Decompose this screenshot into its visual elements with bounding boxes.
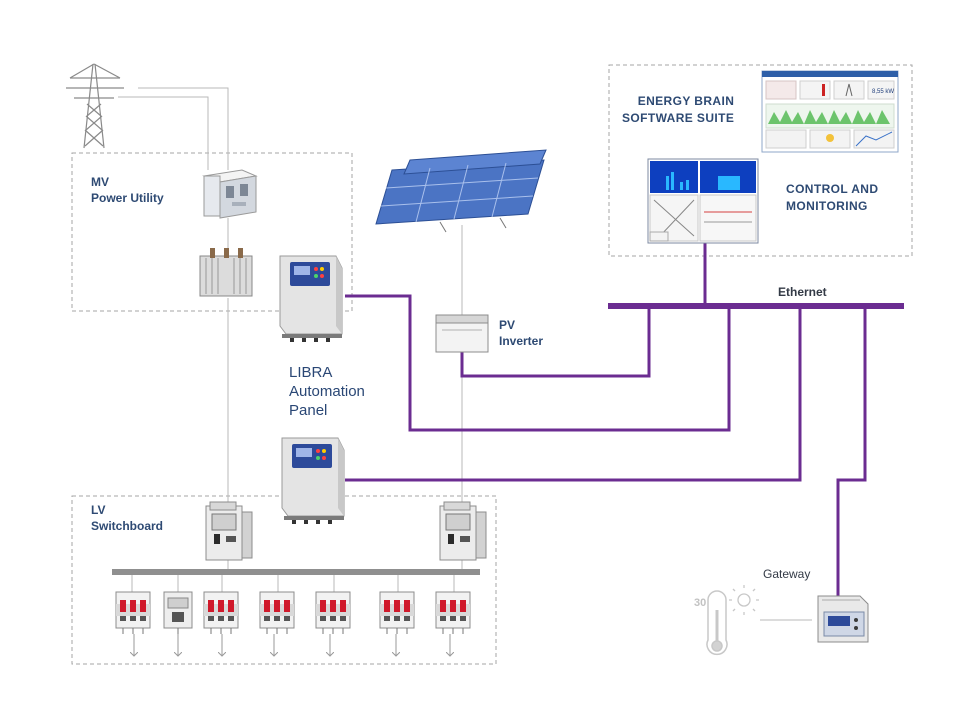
pylon-icon	[66, 63, 124, 149]
thermometer-value: 30	[694, 597, 706, 609]
mv-cabinet-icon	[202, 169, 258, 219]
mv-label-line1: MV	[91, 175, 109, 189]
libra-label-line3: Panel	[289, 402, 328, 419]
sun-icon	[729, 585, 759, 615]
lv-label-line2: Switchboard	[91, 519, 164, 533]
libra-label-line2: Automation	[289, 383, 365, 400]
gateway-label: Gateway	[763, 567, 811, 581]
monitoring-screen-icon	[647, 158, 759, 244]
switch-module-icon	[163, 591, 193, 634]
switch-module-icon	[315, 591, 351, 635]
libra-label: LIBRA Automation Panel	[289, 363, 365, 420]
thermometer-icon: 30	[694, 590, 728, 656]
solar-panel-icon	[375, 149, 547, 233]
gateway-meter-icon	[817, 595, 869, 643]
power-lines	[118, 87, 812, 621]
energy-brain-line2: SOFTWARE SUITE	[622, 111, 735, 125]
breaker-icon	[205, 501, 253, 561]
switch-module-icon	[203, 591, 239, 635]
breaker-icon	[439, 501, 487, 561]
mv-power-utility-box	[71, 152, 353, 312]
pv-label-line2: Inverter	[499, 334, 544, 348]
software-screen-icon: 8,55 kW	[761, 70, 899, 153]
control-monitoring-box	[608, 64, 913, 257]
switch-module-icon	[259, 591, 295, 635]
control-monitoring-label: CONTROL AND MONITORING	[786, 181, 878, 215]
ethernet-label: Ethernet	[778, 285, 827, 299]
control-monitoring-line2: MONITORING	[786, 199, 868, 213]
mv-label-line2: Power Utility	[91, 191, 164, 205]
lv-label: LV Switchboard	[91, 502, 163, 534]
switch-module-icon	[379, 591, 415, 635]
pv-label-line1: PV	[499, 318, 516, 332]
energy-brain-line1: ENERGY BRAIN	[637, 94, 735, 108]
feeder-arrows	[134, 634, 450, 656]
pv-inverter-icon	[435, 314, 489, 353]
pv-inverter-label: PV Inverter	[499, 317, 543, 349]
lv-busbar	[112, 569, 480, 575]
libra-label-line1: LIBRA	[289, 364, 333, 381]
control-monitoring-line1: CONTROL AND	[786, 182, 879, 196]
libra-panel-icon	[279, 255, 343, 343]
screen-value: 8,55 kW	[872, 89, 894, 95]
libra-panel-icon	[281, 437, 345, 525]
feeder-lines	[131, 575, 455, 592]
transformer-icon	[199, 248, 253, 297]
mv-label: MV Power Utility	[91, 174, 164, 206]
energy-brain-label: ENERGY BRAIN SOFTWARE SUITE	[622, 93, 734, 127]
lv-label-line1: LV	[91, 503, 106, 517]
switch-module-icon	[435, 591, 471, 635]
network-lines	[345, 240, 904, 596]
switch-module-icon	[115, 591, 151, 635]
